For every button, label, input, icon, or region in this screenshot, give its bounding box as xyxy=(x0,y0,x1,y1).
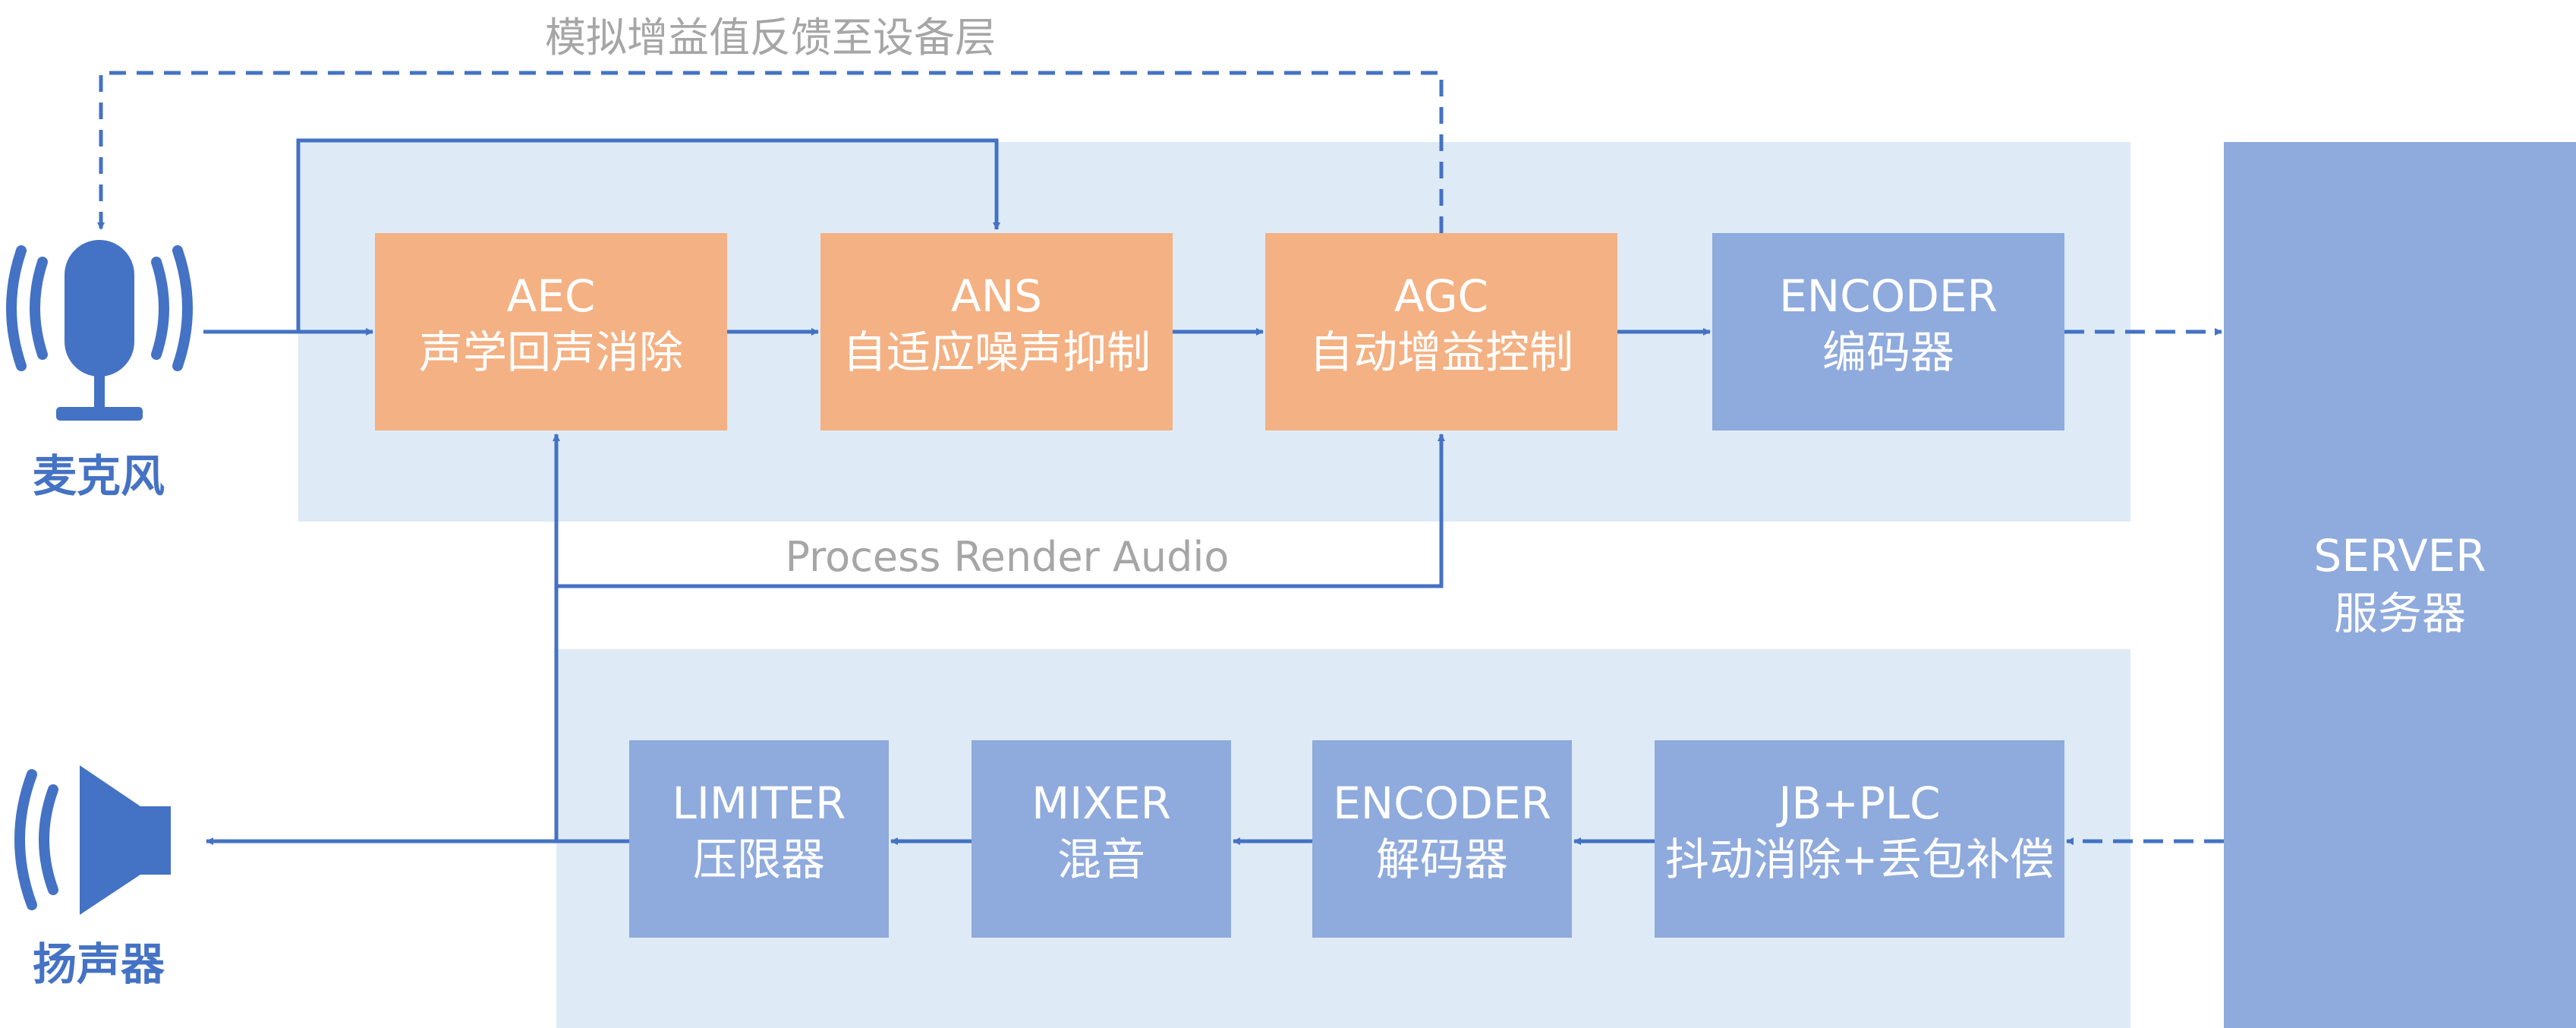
decoder-title: ENCODER xyxy=(1333,777,1551,829)
feedback-label: 模拟增益值反馈至设备层 xyxy=(545,14,996,61)
ans-block: ANS 自适应噪声抑制 xyxy=(820,233,1173,430)
ans-title: ANS xyxy=(951,270,1042,322)
agc-block: AGC 自动增益控制 xyxy=(1265,233,1617,430)
speaker-icon xyxy=(14,765,171,915)
render-audio-label: Process Render Audio xyxy=(786,533,1230,581)
jbplc-title: JB+PLC xyxy=(1776,777,1940,829)
limiter-block: LIMITER 压限器 xyxy=(629,740,889,938)
limiter-subtitle: 压限器 xyxy=(693,834,825,885)
mixer-block: MIXER 混音 xyxy=(972,740,1231,938)
agc-subtitle: 自动增益控制 xyxy=(1309,326,1573,378)
decoder-block: ENCODER 解码器 xyxy=(1312,740,1572,938)
ans-subtitle: 自适应噪声抑制 xyxy=(842,326,1151,378)
jbplc-subtitle: 抖动消除+丢包补偿 xyxy=(1665,834,2055,885)
decoder-subtitle: 解码器 xyxy=(1376,834,1508,885)
encoder-subtitle: 编码器 xyxy=(1822,326,1954,378)
encoder-title: ENCODER xyxy=(1779,270,1998,322)
encoder-block: ENCODER 编码器 xyxy=(1712,233,2064,430)
server-title: SERVER xyxy=(2313,530,2486,582)
mixer-title: MIXER xyxy=(1031,777,1171,829)
microphone-icon xyxy=(6,240,193,421)
jbplc-block: JB+PLC 抖动消除+丢包补偿 xyxy=(1655,740,2064,938)
aec-title: AEC xyxy=(507,270,596,322)
render-reference-path xyxy=(554,434,1445,841)
microphone-label: 麦克风 xyxy=(33,450,165,502)
agc-feedback-path xyxy=(97,71,1444,233)
agc-title: AGC xyxy=(1394,270,1488,322)
mixer-subtitle: 混音 xyxy=(1057,834,1145,885)
server-block: SERVER 服务器 xyxy=(2224,142,2576,1028)
speaker-label: 扬声器 xyxy=(33,938,165,990)
limiter-title: LIMITER xyxy=(672,777,846,829)
bypass-to-ans-arrow xyxy=(296,138,1000,332)
aec-block: AEC 声学回声消除 xyxy=(375,233,727,430)
server-subtitle: 服务器 xyxy=(2334,588,2466,639)
aec-subtitle: 声学回声消除 xyxy=(419,326,683,378)
